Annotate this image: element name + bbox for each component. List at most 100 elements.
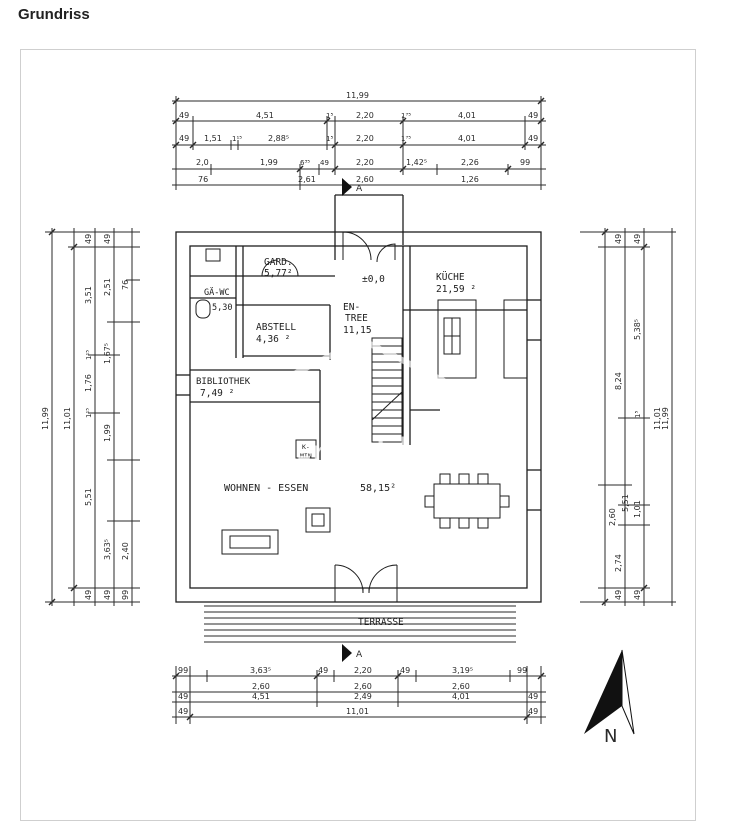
room-abstell-area: 4,36 ² — [256, 334, 290, 345]
dim-label: 49 — [103, 234, 112, 244]
dim-label: 99 — [520, 158, 530, 167]
watermark-text: ohne-makler — [194, 428, 450, 480]
dim-label: 1⁵ — [326, 135, 333, 143]
room-kueche-area: 21,59 ² — [436, 284, 476, 295]
dim-label: 2,74 — [614, 554, 623, 572]
dim-label: 99 — [178, 666, 188, 675]
dim-label: 49 — [633, 234, 642, 244]
dim-label: 11,99 — [41, 407, 50, 430]
dim-label: 76 — [198, 175, 208, 184]
room-bibliothek-name: BIBLIOTHEK — [196, 377, 251, 387]
dim-label: 2,20 — [356, 158, 374, 167]
dim-label: 49 — [528, 692, 538, 701]
staircase — [371, 337, 403, 443]
dim-label: 1,01 — [633, 500, 642, 518]
dim-label: 49 — [318, 666, 328, 675]
dimension-labels-top: 11,99 49 4,51 1⁵ 2,20 1⁷⁵ 4,01 49 49 1,5… — [179, 91, 538, 184]
armchair — [305, 507, 331, 533]
room-gard-area: 5,77² — [264, 268, 293, 279]
dim-label: 76 — [121, 280, 130, 290]
dim-label: 2,60 — [252, 682, 270, 691]
dim-label: 6³⁵ — [300, 159, 310, 167]
dim-label: 1,76 — [84, 374, 93, 392]
kitchen-counter — [503, 299, 528, 379]
dim-label: 11,01 — [63, 407, 72, 430]
dim-label: 1⁷⁵ — [401, 112, 411, 120]
section-marker-top: A — [356, 184, 363, 194]
terrace-steps — [204, 605, 516, 643]
dim-label: 2,60 — [608, 508, 617, 526]
dim-label: 2,40 — [121, 542, 130, 560]
dim-label: 1,67⁵ — [103, 343, 112, 364]
dim-label: 5,38⁵ — [633, 319, 642, 340]
dim-label: 1¹⁵ — [85, 408, 93, 418]
watermark: ohne-makler — [194, 336, 476, 480]
fireplace — [295, 439, 317, 459]
plan-frame — [20, 49, 696, 821]
dim-label: 2,20 — [356, 134, 374, 143]
dim-label: 2,60 — [452, 682, 470, 691]
dim-label: 3,63⁵ — [250, 666, 271, 675]
fixtures — [195, 248, 528, 555]
room-entree-area: 11,15 — [343, 325, 372, 336]
room-bibliothek-area: 7,49 ² — [200, 388, 234, 399]
dim-label: 1,99 — [260, 158, 278, 167]
dim-label: 49 — [179, 111, 189, 120]
dim-label: 49 — [84, 590, 93, 600]
level-mark: ±0,0 — [362, 274, 385, 285]
room-abstell-name: ABSTELL — [256, 322, 296, 333]
dim-label: 49 — [103, 590, 112, 600]
dim-label: 2,20 — [354, 666, 372, 675]
dim-label: 49 — [178, 707, 188, 716]
dim-label: 11,99 — [661, 407, 670, 430]
dim-label: 1,99 — [103, 424, 112, 442]
dim-label: 49 — [528, 134, 538, 143]
kitchen-island — [437, 299, 477, 379]
dim-label: 2,61 — [298, 175, 316, 184]
dining-table — [433, 483, 501, 519]
dim-label: 4,51 — [256, 111, 274, 120]
dim-label: 2,20 — [356, 111, 374, 120]
kmin-label-2: MIN — [300, 452, 312, 460]
dim-label: 2,60 — [354, 682, 372, 691]
dim-label: 1⁷⁵ — [401, 135, 411, 143]
north-arrow-icon: N — [584, 649, 635, 747]
walls — [175, 194, 542, 603]
room-gard-name: GARD. — [264, 257, 293, 268]
dim-label: 1⁵ — [326, 112, 333, 120]
dimension-labels-right: 49 8,24 2,74 49 49 5,38⁵ 1⁵ 1,01 49 2,60… — [608, 234, 670, 600]
dimension-labels-left: 11,99 11,01 49 3,51 1¹⁵ 1,76 1¹⁵ 5,51 49… — [41, 234, 130, 600]
dim-label: 1⁵ — [634, 411, 642, 418]
dim-label: 2,49 — [354, 692, 372, 701]
dim-label: 49 — [400, 666, 410, 675]
dim-label: 49 — [320, 159, 329, 167]
dim-label: 3,19⁵ — [452, 666, 473, 675]
dim-label: 2,0 — [196, 158, 209, 167]
kmin-label-1: K- — [302, 443, 310, 451]
north-label: N — [604, 726, 617, 747]
room-wohnen-name: WOHNEN - ESSEN — [224, 483, 308, 494]
sink-icon — [205, 248, 221, 262]
dim-label: 99 — [517, 666, 527, 675]
dim-label: 2,88⁵ — [268, 134, 289, 143]
sofa — [221, 529, 279, 555]
dim-label: 1¹⁵ — [85, 350, 93, 360]
dim-label: 3,51 — [84, 286, 93, 304]
dim-label: 4,51 — [252, 692, 270, 701]
dimension-ticks — [48, 97, 648, 721]
room-kueche-name: KÜCHE — [436, 272, 465, 283]
section-markers: A A — [342, 178, 363, 662]
dim-label: 11,01 — [346, 707, 369, 716]
section-marker-bottom: A — [356, 650, 363, 660]
dim-label: 3,63⁵ — [103, 539, 112, 560]
doors — [261, 231, 398, 602]
dimension-labels-bottom: 99 3,63⁵ 49 2,20 49 3,19⁵ 99 2,60 2,60 2… — [178, 666, 538, 716]
page-title: Grundriss — [18, 6, 90, 23]
room-wohnen-area: 58,15² — [360, 483, 396, 494]
room-terrasse-name: TERRASSE — [358, 617, 404, 628]
dim-label: 4,01 — [458, 111, 476, 120]
dim-label: 1,26 — [461, 175, 479, 184]
dim-label: 49 — [614, 234, 623, 244]
dim-label: 1¹⁵ — [232, 135, 242, 143]
